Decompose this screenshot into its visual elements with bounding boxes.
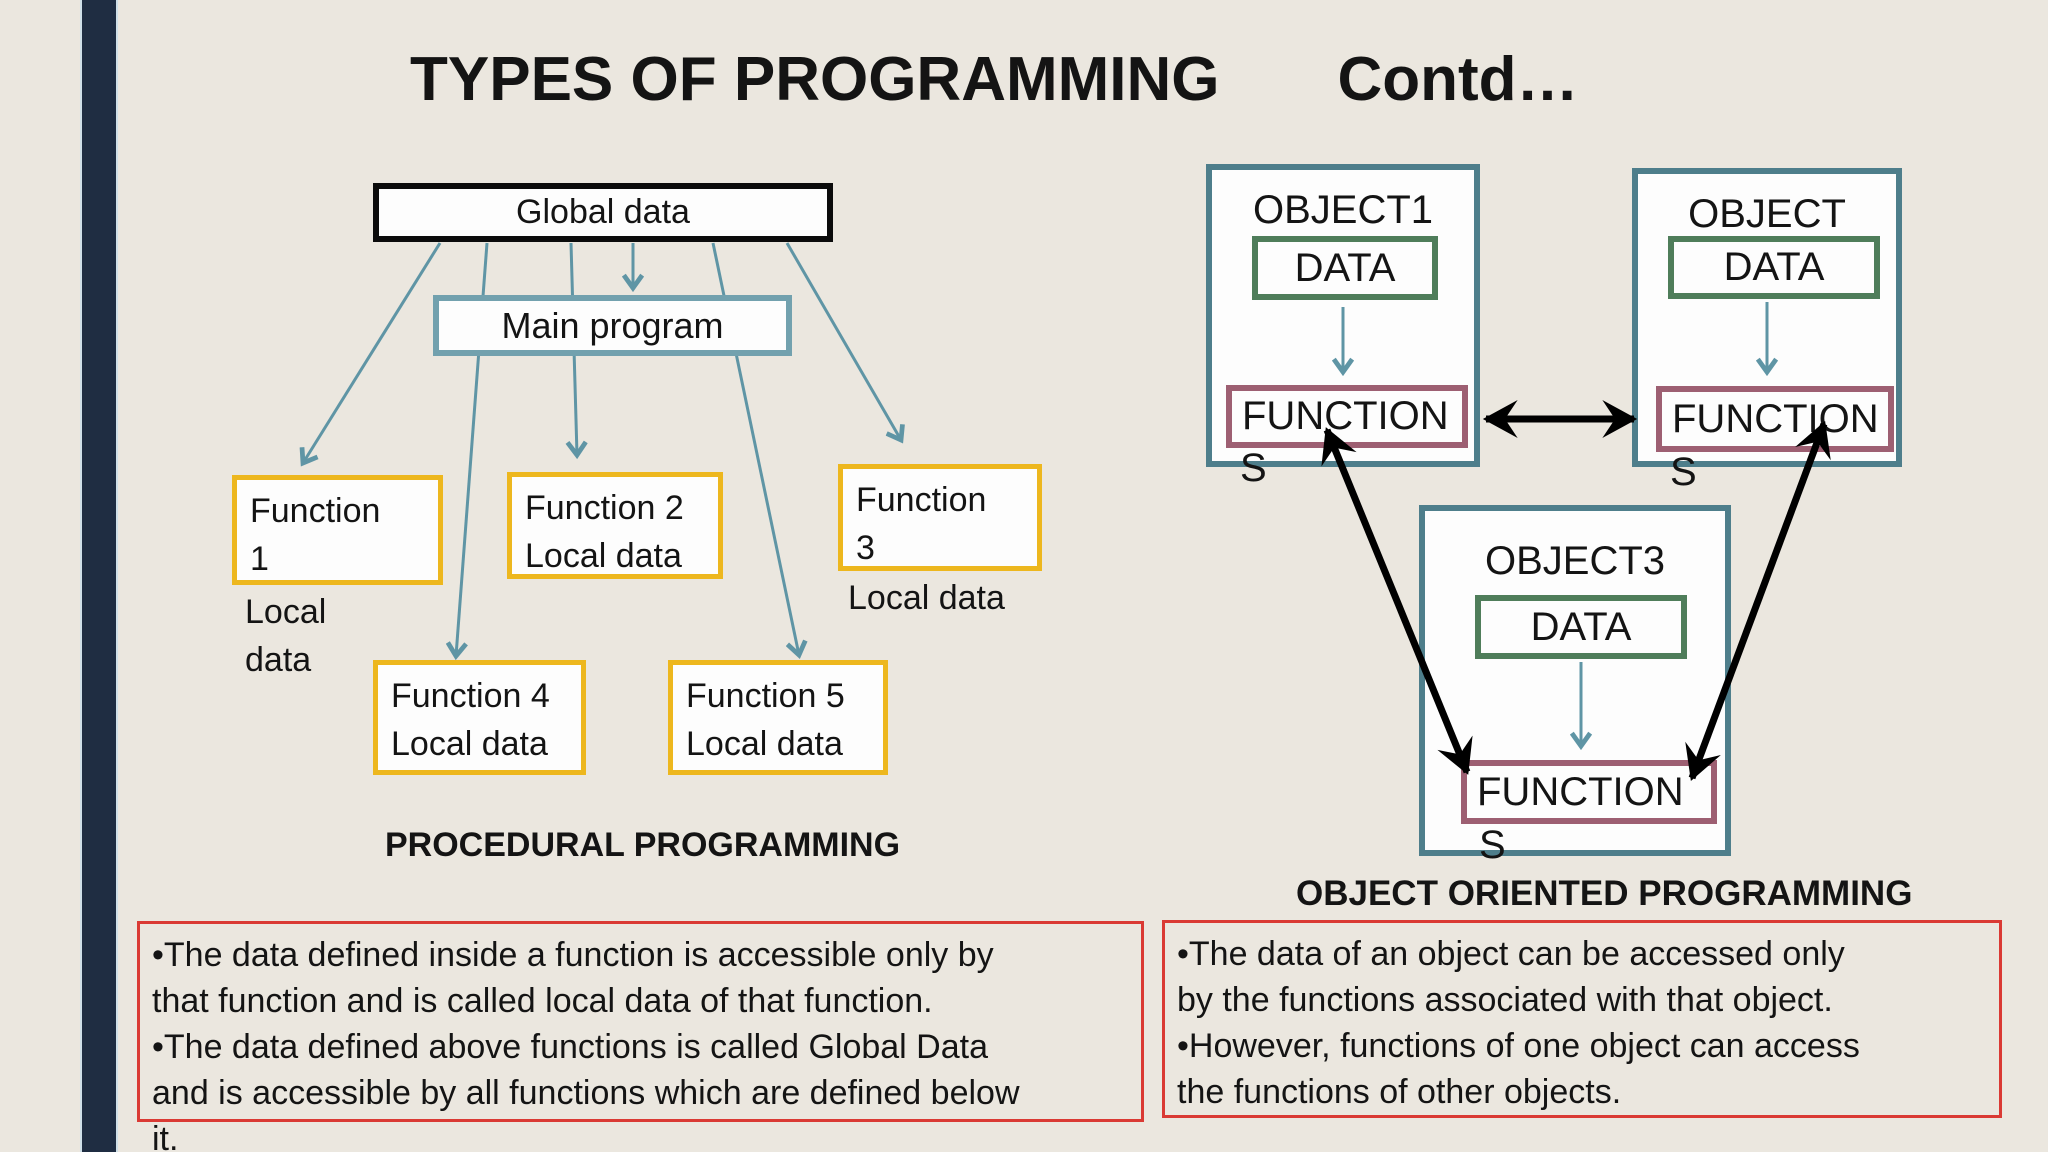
- object1-box: OBJECT1 DATA FUNCTION S: [1206, 164, 1480, 490]
- object1-functions-box: FUNCTION: [1226, 385, 1468, 448]
- oop-caption: OBJECT ORIENTED PROGRAMMING: [1296, 874, 1913, 913]
- object2-title: OBJECT: [1688, 192, 1846, 236]
- object2-functions-overflow: S: [1670, 450, 1697, 494]
- object3-functions-overflow: S: [1479, 823, 1506, 867]
- function1-box: Function 1: [232, 475, 443, 585]
- object2-box: OBJECT DATA FUNCTION S: [1632, 168, 1902, 494]
- object3-title: OBJECT3: [1484, 539, 1666, 583]
- function1-local-data-label: Local data: [245, 593, 327, 679]
- global-data-box: Global data: [373, 183, 833, 242]
- arrow-global-to-function3: [785, 242, 901, 440]
- object3-data-box: DATA: [1475, 595, 1687, 659]
- function2-box: Function 2 Local data: [507, 472, 723, 579]
- slide-side-accent-bar: [80, 0, 118, 1152]
- object1-data-box: DATA: [1252, 236, 1438, 300]
- main-program-box: Main program: [433, 295, 792, 356]
- title-main: TYPES OF PROGRAMMING: [410, 45, 1220, 114]
- object1-functions-overflow: S: [1240, 446, 1267, 490]
- object2-data-box: DATA: [1668, 236, 1880, 299]
- oop-notes-box: •The data of an object can be accessed o…: [1162, 920, 2002, 1118]
- function3-box: Function 3: [838, 464, 1042, 571]
- arrow-global-to-function1: [303, 242, 442, 463]
- object1-title: OBJECT1: [1252, 188, 1434, 232]
- procedural-notes-box: •The data defined inside a function is a…: [137, 921, 1144, 1152]
- object2-functions-box: FUNCTION: [1656, 386, 1894, 452]
- function5-box: Function 5 Local data: [668, 660, 888, 775]
- object3-functions-box: FUNCTION: [1461, 760, 1717, 824]
- page-title: TYPES OF PROGRAMMING Contd…: [410, 44, 1579, 115]
- object3-box: OBJECT3 DATA FUNCTION S: [1419, 505, 1731, 867]
- procedural-programming-caption: PROCEDURAL PROGRAMMING: [385, 826, 901, 864]
- function3-local-data-label: Local data: [848, 579, 1005, 617]
- title-contd: Contd…: [1337, 45, 1579, 114]
- function4-box: Function 4 Local data: [373, 660, 586, 775]
